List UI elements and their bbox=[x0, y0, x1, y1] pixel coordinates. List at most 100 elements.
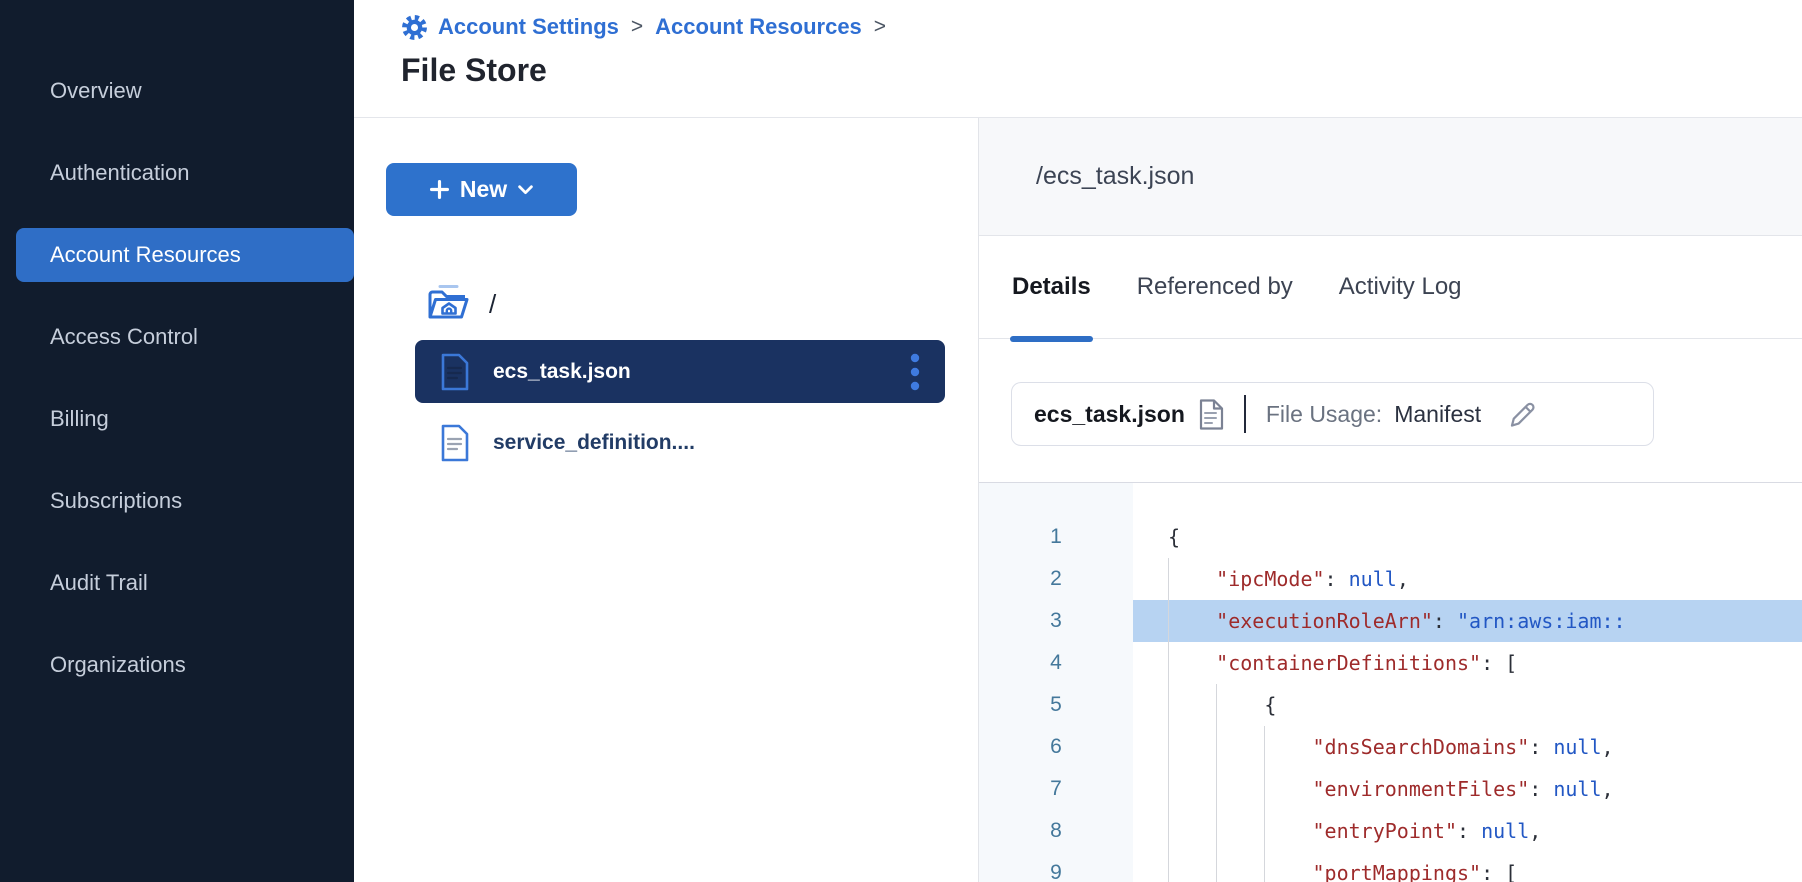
line-number: 8 bbox=[1050, 819, 1062, 842]
file-details-panel: /ecs_task.json Details Referenced by Activ… bbox=[978, 118, 1802, 882]
code-token: : bbox=[1529, 735, 1554, 759]
indent-guide bbox=[1264, 852, 1266, 882]
file-usage-value: Manifest bbox=[1394, 400, 1482, 427]
code-token: "arn:aws:iam:: bbox=[1457, 609, 1626, 633]
code-token bbox=[1168, 735, 1313, 759]
divider bbox=[1243, 395, 1246, 433]
sidebar-item-label: Subscriptions bbox=[50, 488, 183, 513]
document-icon bbox=[440, 353, 470, 391]
code-token bbox=[1168, 609, 1216, 633]
file-info-card: ecs_task.json File Usage: Manifest bbox=[1011, 382, 1654, 446]
sidebar-item-access-control[interactable]: Access Control bbox=[16, 310, 354, 364]
file-name: ecs_task.json bbox=[1034, 400, 1185, 427]
sidebar-item-authentication[interactable]: Authentication bbox=[16, 146, 354, 200]
tab-label: Activity Log bbox=[1338, 273, 1462, 300]
edit-usage-button[interactable] bbox=[1507, 399, 1538, 430]
sidebar-item-label: Organizations bbox=[50, 652, 186, 677]
sidebar-item-label: Billing bbox=[50, 406, 109, 431]
indent-guide bbox=[1264, 810, 1266, 852]
breadcrumb-link-account-settings[interactable]: Account Settings bbox=[438, 14, 619, 39]
sidebar-item-label: Account Resources bbox=[50, 242, 241, 267]
tab-label: Referenced by bbox=[1136, 273, 1293, 300]
breadcrumb: Account Settings>Account Resources> bbox=[401, 12, 1802, 42]
file-row[interactable]: ecs_task.json bbox=[415, 340, 945, 403]
root-folder-label: / bbox=[489, 288, 497, 319]
chevron-down-icon bbox=[518, 184, 533, 195]
tab-referenced-by[interactable]: Referenced by bbox=[1137, 236, 1293, 339]
code-line: "containerDefinitions": [ bbox=[1133, 642, 1802, 684]
file-browser-panel: New / ecs_task.json bbox=[354, 118, 978, 882]
sidebar-item-billing[interactable]: Billing bbox=[16, 392, 354, 446]
code-line: { bbox=[1133, 684, 1802, 726]
indent-guide bbox=[1168, 684, 1169, 726]
code-token bbox=[1168, 777, 1313, 801]
sidebar-item-organizations[interactable]: Organizations bbox=[16, 638, 354, 692]
code-line: "ipcMode": null, bbox=[1133, 558, 1802, 600]
code-token: : bbox=[1324, 567, 1349, 591]
code-token: "portMappings" bbox=[1312, 861, 1482, 882]
indent-guide bbox=[1216, 684, 1218, 726]
code-token: "dnsSearchDomains" bbox=[1312, 735, 1530, 759]
indent-guide bbox=[1216, 810, 1218, 852]
code-token: "entryPoint" bbox=[1312, 819, 1458, 843]
sidebar-item-overview[interactable]: Overview bbox=[16, 64, 354, 118]
kebab-menu-icon[interactable] bbox=[905, 350, 925, 394]
new-button-label: New bbox=[459, 176, 508, 202]
code-token bbox=[1168, 567, 1216, 591]
code-token: "environmentFiles" bbox=[1312, 777, 1530, 801]
line-number: 4 bbox=[1050, 651, 1062, 674]
code-token: , bbox=[1529, 819, 1542, 843]
code-token: : bbox=[1432, 609, 1458, 633]
gear-icon bbox=[401, 14, 428, 41]
indent-guide bbox=[1168, 726, 1169, 768]
sidebar-item-audit-trail[interactable]: Audit Trail bbox=[16, 556, 354, 610]
tab-activity-log[interactable]: Activity Log bbox=[1339, 236, 1462, 339]
code-token bbox=[1168, 651, 1216, 675]
line-number: 9 bbox=[1050, 861, 1062, 882]
code-token: : [ bbox=[1481, 651, 1518, 675]
code-token: : bbox=[1457, 819, 1482, 843]
indent-guide bbox=[1216, 852, 1218, 882]
breadcrumb-link-account-resources[interactable]: Account Resources bbox=[655, 14, 862, 39]
code-line: { bbox=[1133, 516, 1802, 558]
file-list: ecs_task.json service_definition.... bbox=[415, 340, 945, 482]
indent-guide bbox=[1264, 726, 1266, 768]
root-folder-row[interactable]: / bbox=[425, 283, 496, 325]
sidebar-item-label: Overview bbox=[50, 78, 142, 103]
file-usage-label: File Usage: bbox=[1265, 400, 1383, 427]
sidebar-item-account-resources[interactable]: Account Resources bbox=[16, 228, 354, 282]
code-token: : [ bbox=[1481, 861, 1518, 882]
file-row[interactable]: service_definition.... bbox=[415, 411, 945, 474]
code-token: , bbox=[1601, 777, 1614, 801]
document-icon bbox=[1199, 398, 1224, 430]
new-button[interactable]: New bbox=[386, 163, 577, 216]
code-token: "executionRoleArn" bbox=[1216, 609, 1433, 633]
plus-icon bbox=[429, 180, 449, 199]
page-title: File Store bbox=[401, 52, 547, 88]
sidebar-item-label: Access Control bbox=[50, 324, 198, 349]
home-folder-icon bbox=[425, 283, 471, 325]
line-number: 2 bbox=[1050, 567, 1062, 590]
code-line: "entryPoint": null, bbox=[1133, 810, 1802, 852]
line-number: 5 bbox=[1050, 693, 1062, 716]
code-token: null bbox=[1481, 819, 1530, 843]
code-token: { bbox=[1168, 525, 1181, 549]
code-content: { "ipcMode": null, "executionRoleArn": "… bbox=[1133, 483, 1802, 882]
indent-guide bbox=[1168, 642, 1169, 684]
tab-details[interactable]: Details bbox=[1010, 236, 1093, 342]
page-header: Account Settings>Account Resources> File… bbox=[354, 0, 1802, 118]
code-token: : bbox=[1529, 777, 1554, 801]
line-number: 7 bbox=[1050, 777, 1062, 800]
indent-guide bbox=[1168, 768, 1169, 810]
tab-label: Details bbox=[1012, 273, 1091, 300]
line-number: 1 bbox=[1050, 525, 1062, 548]
code-token: , bbox=[1396, 567, 1409, 591]
indent-guide bbox=[1168, 558, 1169, 600]
code-line: "environmentFiles": null, bbox=[1133, 768, 1802, 810]
file-path-header: /ecs_task.json bbox=[979, 118, 1802, 236]
sidebar-item-subscriptions[interactable]: Subscriptions bbox=[16, 474, 354, 528]
